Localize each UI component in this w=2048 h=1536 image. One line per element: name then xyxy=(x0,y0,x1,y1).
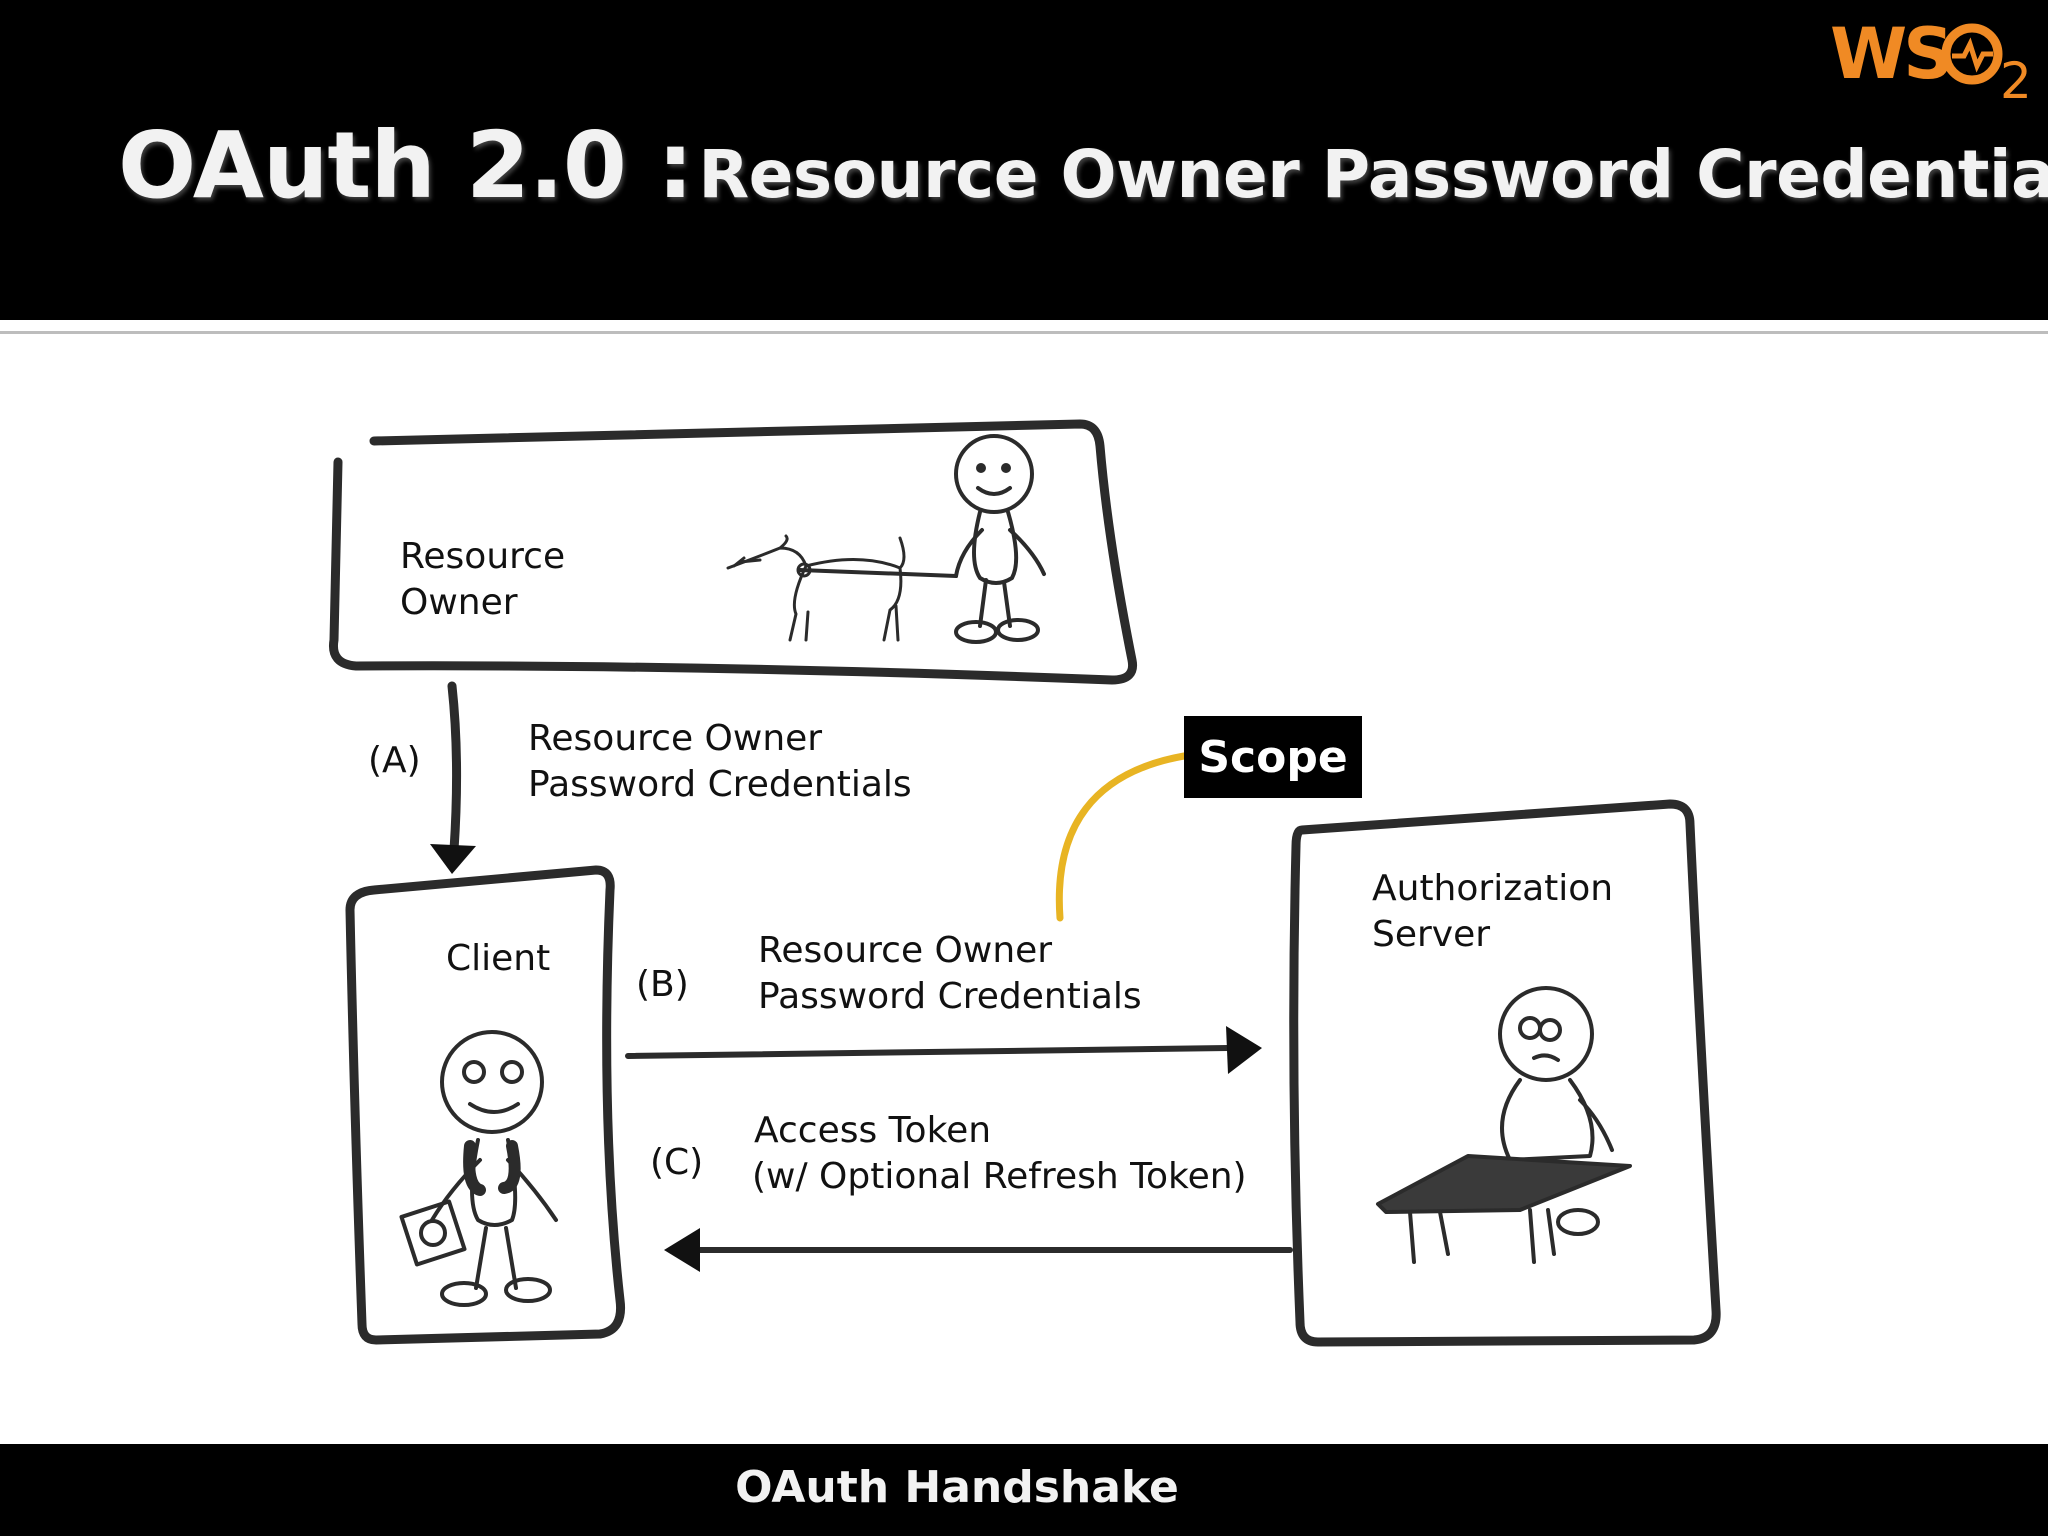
auth-server-person-icon xyxy=(1376,986,1632,1264)
step-c-tag: (C) xyxy=(650,1142,703,1183)
client-person-icon xyxy=(399,1030,558,1307)
scope-callout-line xyxy=(1055,752,1188,922)
title-main: OAuth 2.0 : xyxy=(118,112,694,219)
slide-footer xyxy=(0,1444,2048,1536)
resource-owner-label-line1: Resource xyxy=(400,536,565,577)
svg-text:WS: WS xyxy=(1830,13,1950,95)
step-b-tag: (B) xyxy=(636,964,689,1005)
arrow-c: (C) Access Token (w/ Optional Refresh To… xyxy=(650,1110,1293,1272)
arrow-a: (A) Resource Owner Password Credentials xyxy=(368,681,912,874)
title-subtitle: Resource Owner Password Credentials xyxy=(698,136,2048,213)
authorization-server-box: Authorization Server xyxy=(1289,799,1721,1347)
oauth-flow-diagram: Resource Owner (A) Resource Owner Passwo… xyxy=(328,419,1721,1347)
auth-server-label-line1: Authorization xyxy=(1372,868,1613,909)
step-b-label-line2: Password Credentials xyxy=(758,976,1142,1017)
step-a-label-line2: Password Credentials xyxy=(528,764,912,805)
resource-owner-box: Resource Owner xyxy=(328,419,1138,685)
step-b-label-line1: Resource Owner xyxy=(758,930,1052,971)
footer-title: OAuth Handshake xyxy=(735,1462,1179,1513)
header-divider xyxy=(0,320,2048,334)
step-a-tag: (A) xyxy=(368,740,421,781)
slide-title: OAuth 2.0 : Resource Owner Password Cred… xyxy=(118,112,2048,219)
resource-owner-person-icon xyxy=(798,434,1046,644)
slide-header xyxy=(0,0,2048,320)
step-a-label-line1: Resource Owner xyxy=(528,718,822,759)
client-label: Client xyxy=(446,938,550,979)
svg-text:2: 2 xyxy=(2000,52,2032,104)
dog-icon xyxy=(726,534,906,642)
scope-callout: Scope xyxy=(1184,716,1362,798)
step-c-label-line2: (w/ Optional Refresh Token) xyxy=(752,1156,1247,1197)
step-c-label-line1: Access Token xyxy=(754,1110,991,1151)
client-box: Client xyxy=(345,865,626,1345)
arrow-b: (B) Resource Owner Password Credentials xyxy=(625,930,1262,1074)
resource-owner-label-line2: Owner xyxy=(400,582,518,623)
auth-server-label-line2: Server xyxy=(1372,914,1490,955)
wso2-logo: WS 2 xyxy=(1830,13,2032,104)
